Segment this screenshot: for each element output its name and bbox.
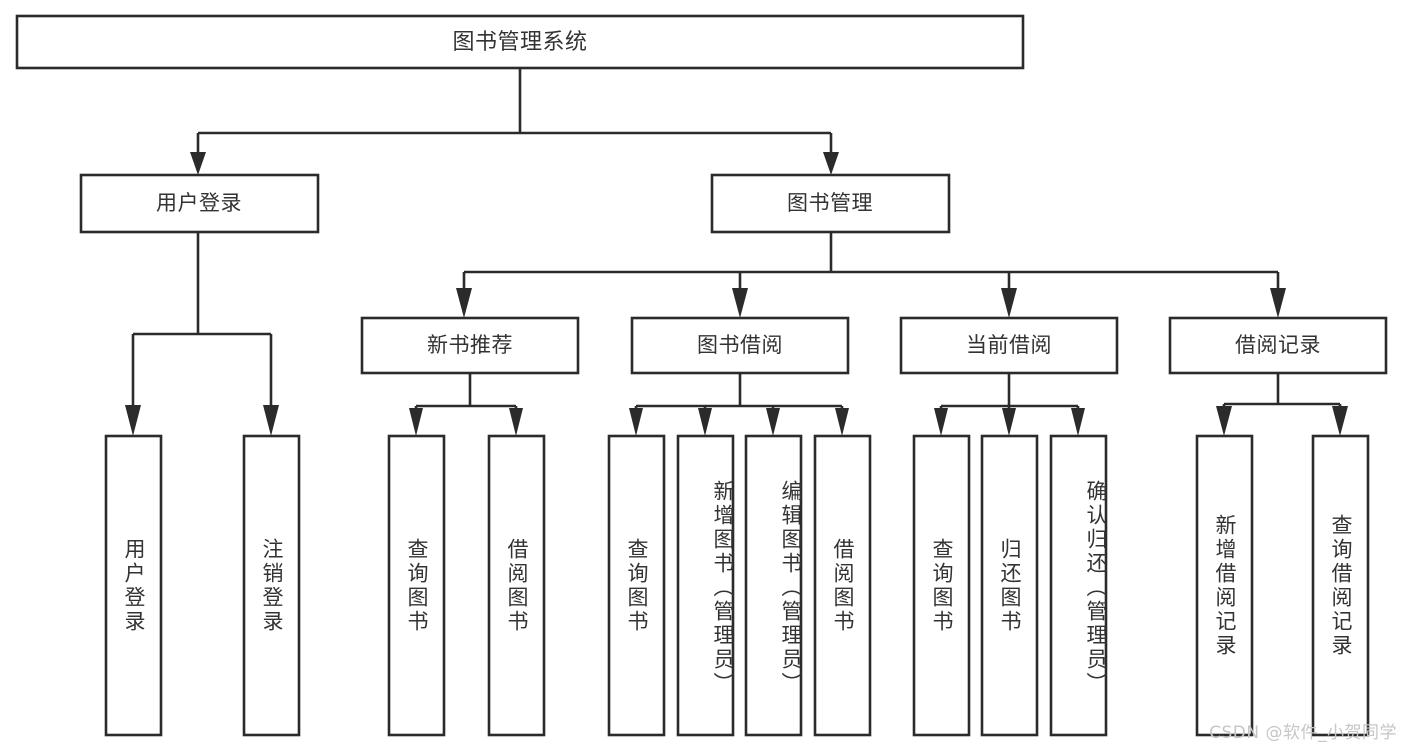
node-current-borrow[interactable]: 当前借阅 <box>899 316 1119 375</box>
watermark-text: CSDN @软件_小贺同学 <box>1209 723 1397 743</box>
arrow-head-icon <box>1270 288 1286 318</box>
node-leaf-query-book-borrow[interactable] <box>607 434 666 737</box>
node-label: 新书推荐 <box>427 333 513 357</box>
arrow-head-icon <box>263 405 279 436</box>
node-box-shape <box>1168 316 1388 375</box>
arrow-head-icon <box>934 408 948 436</box>
arrow-head-icon <box>1002 408 1016 436</box>
arrow-head-icon <box>409 408 423 436</box>
node-label: 图书管理系统 <box>452 30 587 55</box>
arrow-head-icon <box>629 408 643 436</box>
arrow-head-icon <box>190 152 206 175</box>
connector-userlogin-to-leaves <box>125 232 279 436</box>
connector-bookmgmt-to-level3 <box>456 232 1286 318</box>
node-box-shape <box>15 14 1025 70</box>
node-label: 图书管理 <box>787 191 873 215</box>
node-user-login[interactable]: 用户登录 <box>79 173 320 234</box>
arrow-head-icon <box>509 408 523 436</box>
arrow-head-icon <box>1001 288 1017 318</box>
node-box-shape <box>710 173 951 234</box>
arrow-head-icon <box>732 288 748 318</box>
connector-bookborrow-to-leaves <box>629 373 849 436</box>
node-book-management[interactable]: 图书管理 <box>710 173 951 234</box>
arrow-head-icon <box>823 152 839 175</box>
node-leaf-edit-book-admin[interactable] <box>744 434 803 737</box>
node-new-book-recommend[interactable]: 新书推荐 <box>360 316 580 375</box>
node-box-shape <box>79 173 320 234</box>
node-label: 用户登录 <box>156 191 242 215</box>
node-root-book-management-system[interactable]: 图书管理系统 <box>15 14 1025 70</box>
arrow-head-icon <box>1071 408 1085 436</box>
node-leaf-borrow-book[interactable] <box>813 434 872 737</box>
arrow-head-icon <box>766 408 780 436</box>
connector-newbook-to-leaves <box>409 373 523 436</box>
arrow-head-icon <box>125 405 141 436</box>
node-box-shape <box>899 316 1119 375</box>
arrow-head-icon <box>835 408 849 436</box>
node-box-shape <box>630 316 850 375</box>
node-leaf-user-login[interactable] <box>104 434 163 737</box>
node-box-shape <box>912 434 971 737</box>
node-leaf-add-borrow-record[interactable] <box>1195 434 1254 737</box>
arrow-head-icon <box>698 408 712 436</box>
node-box-shape <box>676 434 735 737</box>
connector-root-to-level2 <box>190 68 839 175</box>
node-box-shape <box>1311 434 1370 737</box>
node-box-shape <box>487 434 546 737</box>
arrow-head-icon <box>1216 406 1232 436</box>
node-box-shape <box>104 434 163 737</box>
node-box-shape <box>980 434 1039 737</box>
node-leaf-query-book-newbook[interactable] <box>387 434 446 737</box>
node-borrow-record[interactable]: 借阅记录 <box>1168 316 1388 375</box>
node-box-shape <box>387 434 446 737</box>
arrow-head-icon <box>1332 406 1348 436</box>
node-leaf-confirm-return-admin[interactable] <box>1049 434 1108 737</box>
node-book-borrow[interactable]: 图书借阅 <box>630 316 850 375</box>
node-box-shape <box>744 434 803 737</box>
node-leaf-query-borrow-record[interactable] <box>1311 434 1370 737</box>
node-box-shape <box>1195 434 1254 737</box>
node-box-shape <box>813 434 872 737</box>
node-box-shape <box>242 434 301 737</box>
node-leaf-add-book-admin[interactable] <box>676 434 735 737</box>
connector-currentborrow-to-leaves <box>934 373 1085 436</box>
node-leaf-return-book[interactable] <box>980 434 1039 737</box>
arrow-head-icon <box>456 288 472 318</box>
node-label: 借阅记录 <box>1235 333 1321 357</box>
node-box-shape <box>607 434 666 737</box>
node-box-shape <box>360 316 580 375</box>
node-label: 图书借阅 <box>697 333 783 357</box>
node-leaf-borrow-book-newbook[interactable] <box>487 434 546 737</box>
connector-borrowrecord-to-leaves <box>1216 373 1348 436</box>
node-box-shape <box>1049 434 1108 737</box>
node-leaf-query-book-current[interactable] <box>912 434 971 737</box>
node-leaf-logout-login[interactable] <box>242 434 301 737</box>
node-label: 当前借阅 <box>966 333 1052 357</box>
